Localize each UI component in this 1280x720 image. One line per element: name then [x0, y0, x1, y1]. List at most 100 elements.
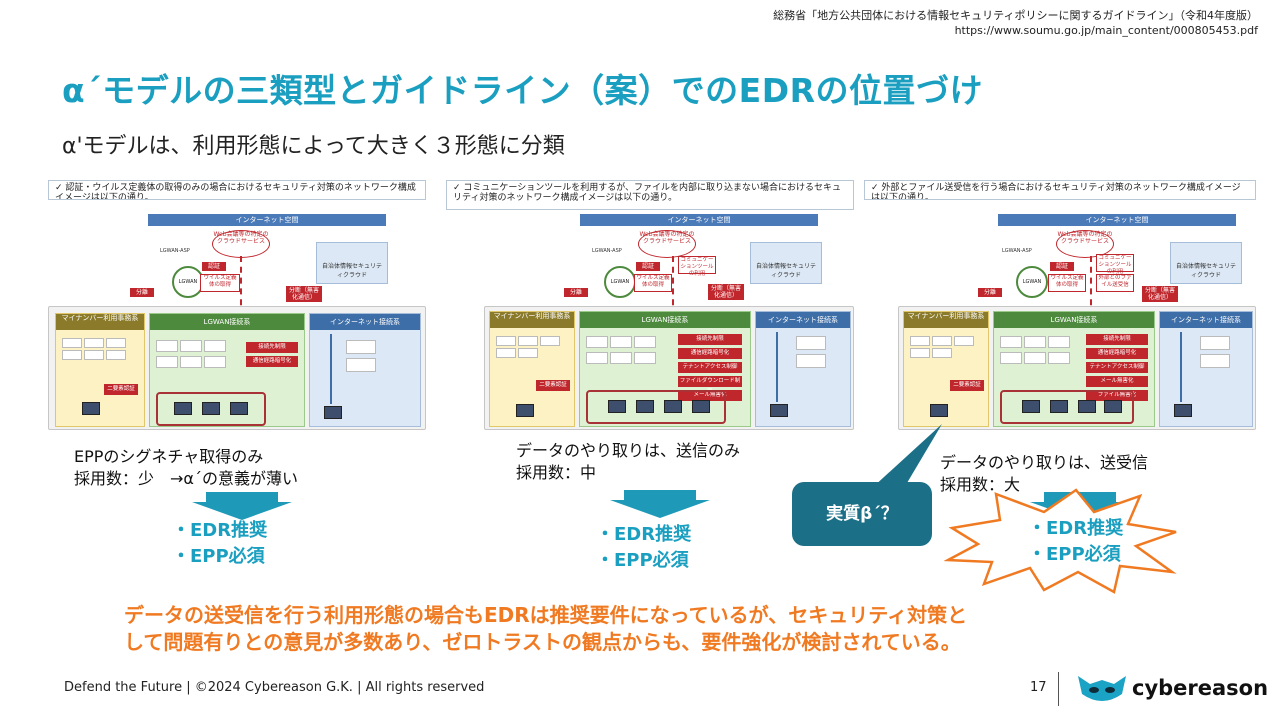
pc-icon	[770, 404, 788, 417]
work-square	[586, 336, 608, 348]
pc-icon	[664, 400, 682, 413]
edr-recommended-label: ・EDR推奨	[596, 524, 692, 545]
dashed-red-line	[240, 256, 242, 316]
lgwan-circle: LGWAN	[1016, 266, 1048, 298]
security-cloud-box: 自治体情報セキュリティクラウド	[316, 242, 388, 284]
summary-note-line1: データの送受信を行う利用形態の場合もEDRは推奨要件になっているが、セキュリティ…	[124, 603, 968, 627]
mynumber-zone-header: マイナンバー利用事務系	[56, 314, 144, 330]
work-square	[610, 336, 632, 348]
work-square	[796, 354, 826, 368]
lgwan-zone-header: LGWAN接続系	[150, 314, 304, 330]
panel-2-recommendations: ・EDR推奨 ・EPP必須	[596, 522, 691, 574]
work-square	[910, 348, 930, 358]
work-square	[180, 340, 202, 352]
speech-bubble-shape	[792, 424, 942, 546]
pc-icon	[230, 402, 248, 415]
work-square	[180, 356, 202, 368]
panel-3-description: データのやり取りは、送受信 採用数：大	[940, 452, 1148, 496]
work-square	[1000, 336, 1022, 348]
work-square	[204, 356, 226, 368]
isolation-tag: 分断（無害化通信）	[286, 286, 322, 302]
auth-tag: 認証	[202, 262, 226, 271]
pc-icon	[636, 400, 654, 413]
file-transfer-tag: 外部とのファイル送受信	[1096, 274, 1134, 292]
work-square	[518, 348, 538, 358]
panel-1-recommendations: ・EDR推奨 ・EPP必須	[172, 518, 267, 570]
work-square	[84, 338, 104, 348]
panel-caption: ✓ 外部とファイル送受信を行う場合におけるセキュリティ対策のネットワーク構成イメ…	[864, 180, 1256, 200]
lgwan-circle: LGWAN	[604, 266, 636, 298]
terminal-group-box	[586, 390, 726, 424]
work-square	[62, 350, 82, 360]
connector-line	[1180, 332, 1182, 402]
page-number: 17	[1030, 680, 1047, 695]
work-square	[204, 340, 226, 352]
diagram-panel-1: ✓ 認証・ウイルス定義体の取得のみの場合におけるセキュリティ対策のネットワーク構…	[48, 180, 426, 430]
encryption-tag: 通信経路暗号化	[246, 356, 298, 367]
work-square	[1024, 352, 1046, 364]
isolation-tag: 分断（無害化通信）	[708, 284, 744, 300]
encryption-tag: 通信経路暗号化	[1086, 348, 1148, 359]
asp-label: LGWAN-ASP	[1002, 248, 1032, 254]
two-factor-tag: 二要素認証	[536, 380, 570, 391]
separation-tag: 分離	[978, 288, 1002, 297]
work-square	[346, 358, 376, 372]
network-outer-box: マイナンバー利用事務系 二要素認証 LGWAN接続系 接続先制限 通信経路暗号化…	[898, 306, 1256, 430]
lgwan-zone: LGWAN接続系 接続先制限 通信経路暗号化	[149, 313, 305, 427]
lgwan-zone: LGWAN接続系 接続先制限 通信経路暗号化 テナントアクセス制御 メール無害化…	[993, 311, 1155, 427]
connection-restriction-tag: 接続先制限	[1086, 334, 1148, 345]
page-subtitle: α'モデルは、利用形態によって大きく３形態に分類	[62, 134, 565, 159]
pc-icon	[692, 400, 710, 413]
mynumber-zone: マイナンバー利用事務系 二要素認証	[903, 311, 989, 427]
download-restriction-tag: ファイルダウンロード制限	[678, 376, 742, 395]
network-outer-box: マイナンバー利用事務系 二要素認証 LGWAN接続系 接続先制限 通信経路暗号化…	[484, 306, 854, 430]
work-square	[156, 356, 178, 368]
pc-icon	[1022, 400, 1040, 413]
comm-tool-tag: コミュニケーションツールの利用	[678, 256, 716, 277]
cloud-service-oval: Web会議等の特定のクラウドサービス	[212, 230, 270, 258]
mynumber-zone: マイナンバー利用事務系 二要素認証	[489, 311, 575, 427]
cloud-service-oval: Web会議等の特定のクラウドサービス	[638, 230, 696, 258]
pc-icon	[1078, 400, 1096, 413]
dashed-red-line	[1090, 256, 1092, 316]
work-square	[610, 352, 632, 364]
work-square	[496, 336, 516, 346]
lgwan-zone: LGWAN接続系 接続先制限 通信経路暗号化 テナントアクセス制御 ファイルダウ…	[579, 311, 751, 427]
pc-icon	[1050, 400, 1068, 413]
security-cloud-label: 自治体情報セキュリティクラウド	[321, 263, 382, 279]
summary-note-line2: して問題有りとの意見が多数あり、ゼロトラストの観点からも、要件強化が検討されてい…	[124, 630, 961, 654]
cloud-service-oval: Web会議等の特定のクラウドサービス	[1056, 230, 1114, 258]
summary-note: データの送受信を行う利用形態の場合もEDRは推奨要件になっているが、セキュリティ…	[124, 602, 967, 656]
security-cloud-label: 自治体情報セキュリティクラウド	[1175, 263, 1236, 279]
work-square	[106, 338, 126, 348]
two-factor-tag: 二要素認証	[104, 384, 138, 395]
work-square	[954, 336, 974, 346]
diagram-panel-2: ✓ コミュニケーションツールを利用するが、ファイルを内部に取り込まない場合におけ…	[446, 180, 854, 430]
isolation-tag: 分断（無害化通信）	[1142, 286, 1178, 302]
tenant-access-tag: テナントアクセス制御	[678, 362, 742, 373]
pc-icon	[174, 402, 192, 415]
source-citation: 総務省「地方公共団体における情報セキュリティポリシーに関するガイドライン」（令和…	[773, 8, 1258, 38]
source-url: https://www.soumu.go.jp/main_content/000…	[954, 24, 1258, 37]
internet-space-bar: インターネット空間	[998, 214, 1236, 226]
virus-definition-tag: ウイルス定義体の取得	[1048, 274, 1086, 292]
separation-tag: 分離	[564, 288, 588, 297]
connector-line	[330, 334, 332, 404]
internet-zone: インターネット接続系	[755, 311, 851, 427]
internet-zone: インターネット接続系	[1159, 311, 1253, 427]
panel-3-desc-line1: データのやり取りは、送受信	[940, 453, 1149, 472]
mail-sanitize-tag: メール無害化	[1086, 376, 1148, 387]
footer-copyright: Defend the Future | ©2024 Cybereason G.K…	[64, 680, 485, 695]
work-square	[1048, 336, 1070, 348]
work-square	[62, 338, 82, 348]
work-square	[634, 352, 656, 364]
auth-tag: 認証	[1050, 262, 1074, 271]
terminal-group-box	[1000, 390, 1134, 424]
work-square	[156, 340, 178, 352]
mynumber-zone: マイナンバー利用事務系 二要素認証	[55, 313, 145, 427]
pc-icon	[1174, 404, 1192, 417]
pc-icon	[1104, 400, 1122, 413]
virus-definition-tag: ウイルス定義体の取得	[634, 274, 672, 292]
work-square	[586, 352, 608, 364]
panel-3-recommendations: ・EDR推奨 ・EPP必須	[1028, 516, 1123, 568]
